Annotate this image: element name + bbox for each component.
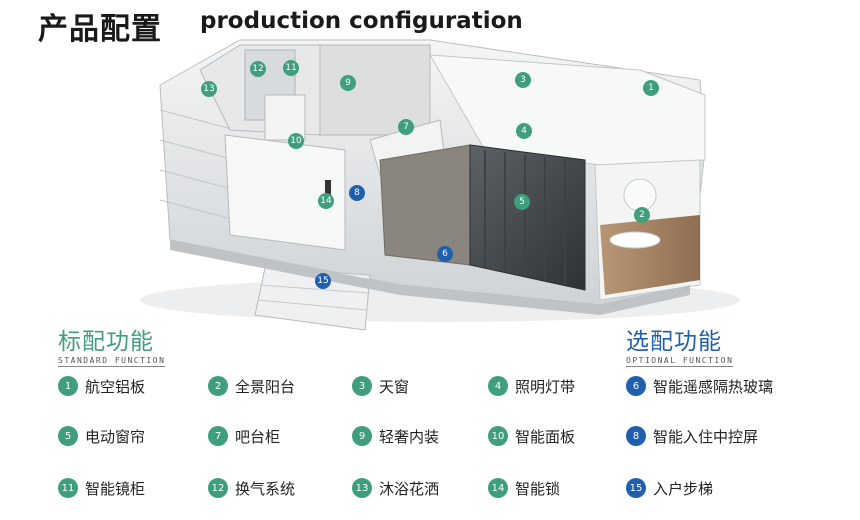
feature-number-badge: 2	[208, 376, 228, 396]
feature-label: 智能入住中控屏	[653, 427, 759, 446]
feature-item: 13 沐浴花洒	[352, 476, 439, 500]
feature-number-badge: 8	[626, 426, 646, 446]
feature-number-badge: 7	[208, 426, 228, 446]
page-title-cn: 产品配置	[38, 12, 162, 47]
feature-item: 8 智能入住中控屏	[626, 424, 758, 448]
diagram-marker-5: 5	[514, 194, 530, 210]
optional-function-title-cn: 选配功能	[626, 329, 722, 355]
feature-number-badge: 9	[352, 426, 372, 446]
diagram-marker-12: 12	[250, 61, 266, 77]
feature-number-badge: 12	[208, 478, 228, 498]
feature-item: 10 智能面板	[488, 424, 575, 448]
feature-label: 航空铝板	[85, 377, 146, 396]
feature-label: 换气系统	[235, 479, 296, 498]
feature-item: 5 电动窗帘	[58, 424, 145, 448]
capsule-house-illustration	[140, 39, 740, 331]
feature-item: 9 轻奢内装	[352, 424, 439, 448]
feature-item: 1 航空铝板	[58, 374, 145, 398]
feature-item: 6 智能遥感隔热玻璃	[626, 374, 773, 398]
feature-item: 14 智能锁	[488, 476, 560, 500]
feature-item: 3 天窗	[352, 374, 409, 398]
diagram-marker-14: 14	[318, 193, 334, 209]
feature-item: 4 照明灯带	[488, 374, 575, 398]
feature-label: 电动窗帘	[85, 427, 146, 446]
diagram-marker-4: 4	[516, 123, 532, 139]
diagram-marker-8: 8	[349, 185, 365, 201]
diagram-marker-6: 6	[437, 246, 453, 262]
feature-label: 入户步梯	[653, 479, 714, 498]
optional-function-title-en: OPTIONAL FUNCTION	[626, 356, 734, 367]
feature-number-badge: 5	[58, 426, 78, 446]
feature-label: 智能锁	[515, 479, 561, 498]
feature-number-badge: 3	[352, 376, 372, 396]
feature-label: 照明灯带	[515, 377, 576, 396]
feature-number-badge: 6	[626, 376, 646, 396]
feature-number-badge: 11	[58, 478, 78, 498]
feature-item: 7 吧台柜	[208, 424, 280, 448]
diagram-marker-3: 3	[515, 72, 531, 88]
feature-label: 轻奢内装	[379, 427, 440, 446]
feature-number-badge: 14	[488, 478, 508, 498]
feature-item: 15 入户步梯	[626, 476, 713, 500]
standard-function-header: 标配功能 STANDARD FUNCTION	[58, 322, 166, 367]
diagram-marker-11: 11	[283, 60, 299, 76]
feature-label: 吧台柜	[235, 427, 281, 446]
feature-item: 2 全景阳台	[208, 374, 295, 398]
standard-function-title-cn: 标配功能	[58, 329, 154, 355]
feature-number-badge: 13	[352, 478, 372, 498]
feature-label: 全景阳台	[235, 377, 296, 396]
feature-number-badge: 1	[58, 376, 78, 396]
feature-number-badge: 4	[488, 376, 508, 396]
feature-label: 智能面板	[515, 427, 576, 446]
standard-function-title-en: STANDARD FUNCTION	[58, 356, 166, 367]
diagram-marker-2: 2	[634, 207, 650, 223]
diagram-marker-10: 10	[288, 133, 304, 149]
diagram-marker-13: 13	[201, 81, 217, 97]
feature-label: 天窗	[379, 377, 410, 396]
feature-label: 智能镜柜	[85, 479, 146, 498]
feature-number-badge: 10	[488, 426, 508, 446]
page-title-en: production configuration	[200, 8, 523, 34]
feature-number-badge: 15	[626, 478, 646, 498]
diagram-marker-15: 15	[315, 273, 331, 289]
feature-item: 12 换气系统	[208, 476, 295, 500]
diagram-marker-1: 1	[643, 80, 659, 96]
optional-function-header: 选配功能 OPTIONAL FUNCTION	[626, 322, 734, 367]
feature-label: 智能遥感隔热玻璃	[653, 377, 774, 396]
feature-item: 11 智能镜柜	[58, 476, 145, 500]
diagram-marker-7: 7	[398, 119, 414, 135]
feature-label: 沐浴花洒	[379, 479, 440, 498]
diagram-marker-9: 9	[340, 75, 356, 91]
